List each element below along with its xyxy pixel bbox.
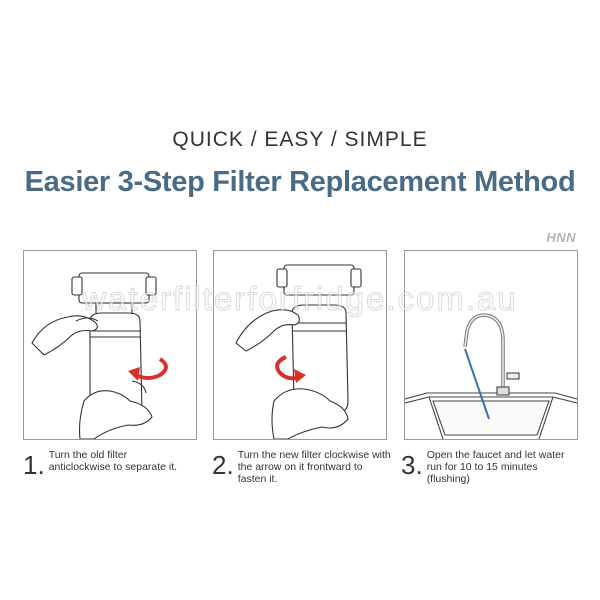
step-3: 3. Open the faucet and let water run for…	[401, 448, 586, 485]
page-title: Easier 3-Step Filter Replacement Method	[24, 166, 576, 198]
step-number: 1.	[23, 450, 45, 480]
faucet-icon	[463, 313, 520, 396]
step-3-illustration	[404, 250, 578, 440]
step-2: 2. Turn the new filter clockwise with th…	[212, 448, 392, 485]
anticlockwise-arrow-icon	[128, 357, 168, 381]
step-number: 3.	[401, 450, 423, 480]
watermark: waterfilterforfridge.com.au	[82, 280, 518, 318]
tagline: QUICK / EASY / SIMPLE	[172, 128, 428, 151]
brand-logo: HNN	[546, 230, 576, 245]
step-description: Turn the old filter anticlockwise to sep…	[48, 449, 178, 473]
step-1-illustration	[23, 250, 197, 440]
step-1: 1. Turn the old filter anticlockwise to …	[23, 448, 203, 480]
step-description: Turn the new filter clockwise with the a…	[237, 449, 391, 485]
clockwise-arrow-icon	[275, 355, 306, 383]
step-number: 2.	[212, 450, 234, 480]
step-description: Open the faucet and let water run for 10…	[426, 449, 565, 485]
step-2-illustration	[213, 250, 387, 440]
